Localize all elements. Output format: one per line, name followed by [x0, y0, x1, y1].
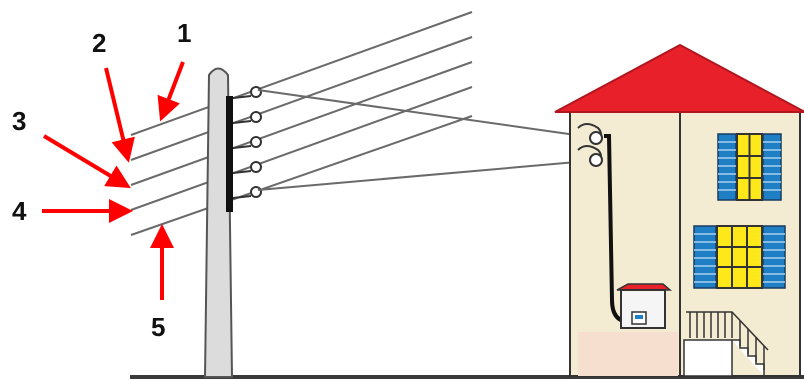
callout-label-2: 2: [92, 28, 106, 58]
wire-2: [130, 36, 473, 161]
insulator-brackets: [232, 95, 252, 199]
callout-label-4: 4: [12, 196, 27, 226]
utility-pole: [203, 67, 262, 378]
insulator-icon: [250, 86, 262, 98]
wire-5: [130, 115, 473, 236]
insulator-icon: [250, 111, 262, 123]
house: [554, 43, 804, 377]
callout-label-5: 5: [151, 312, 165, 342]
insulator-icon: [250, 136, 262, 148]
lower-window: [693, 225, 786, 289]
insulator-icon: [589, 153, 603, 167]
insulator-icon: [250, 186, 262, 198]
insulator-icon: [589, 131, 603, 145]
service-wire-lower: [257, 160, 589, 191]
callout-label-1: 1: [177, 18, 191, 48]
arrow-1: [157, 61, 185, 122]
upper-window: [717, 133, 782, 201]
wire-1: [130, 11, 473, 136]
arrow-2: [104, 67, 135, 163]
wall-hooks: [577, 123, 603, 167]
lower-window-left-shutter: [693, 225, 717, 289]
lower-window-right-shutter: [762, 225, 786, 289]
wire-4: [130, 86, 473, 211]
meter-box: [616, 283, 673, 329]
pole-body: [203, 67, 234, 378]
service-wire-upper: [257, 89, 591, 138]
service-drop: [257, 89, 591, 191]
callout-label-3: 3: [12, 106, 26, 136]
overhead-wires: [130, 11, 473, 236]
insulator-icon: [250, 161, 262, 173]
wire-3: [130, 61, 473, 186]
arrow-3: [42, 134, 131, 189]
callout-arrows: [42, 61, 185, 300]
entrance-stairs: [683, 311, 769, 377]
pole-crossarm: [226, 96, 233, 212]
wall-base-shade: [578, 332, 678, 376]
lower-window-glass: [716, 225, 763, 289]
roof: [554, 43, 804, 113]
stair-landing: [683, 339, 733, 377]
insulators: [250, 86, 262, 198]
railing-balusters: [689, 312, 765, 370]
